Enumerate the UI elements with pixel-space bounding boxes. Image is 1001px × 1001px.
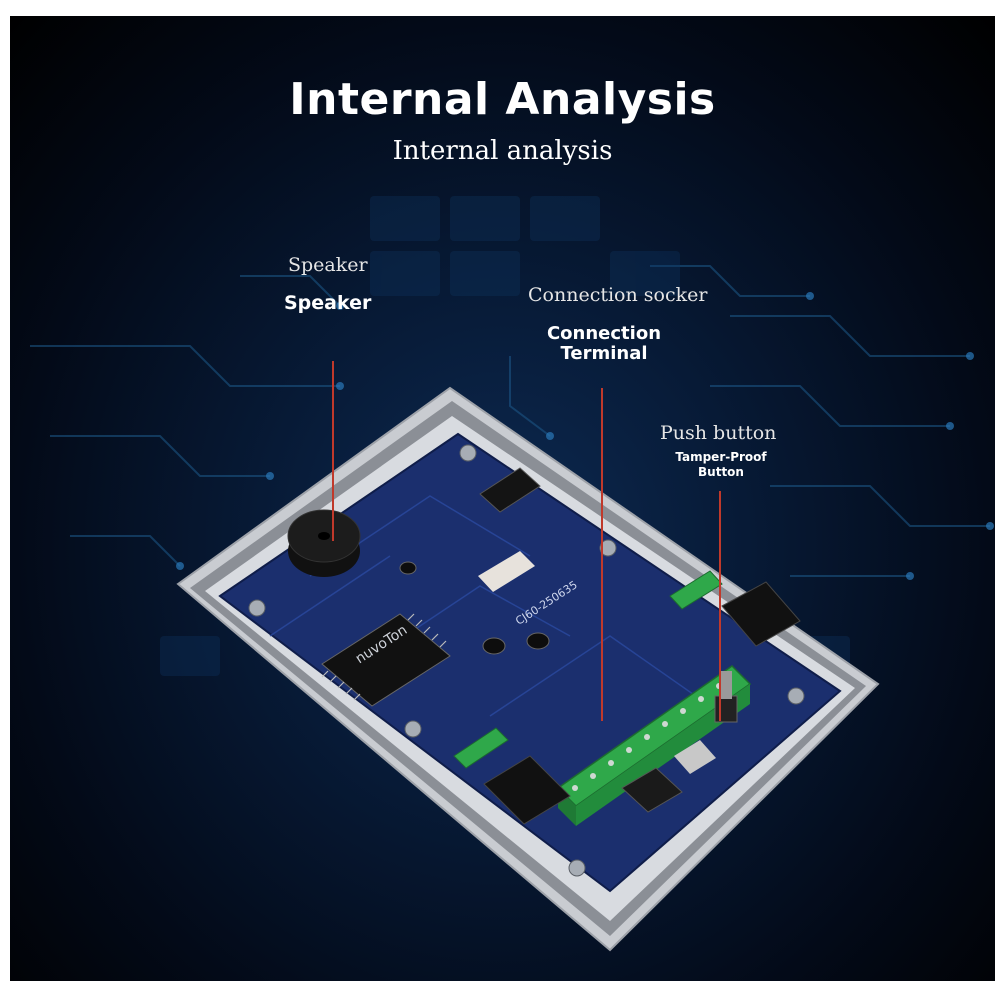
- push-button-label-line1: Tamper-Proof: [675, 450, 767, 464]
- access-controller-board: nuvoTon CJ60-250635: [176, 361, 880, 952]
- speaker-component: [287, 509, 361, 577]
- connection-label-bold: Connection Terminal: [542, 324, 666, 364]
- page-subtitle: Internal analysis: [392, 136, 613, 166]
- push-button-label: Push button: [660, 422, 777, 444]
- connection-label-line1: Connection: [546, 323, 662, 344]
- image-frame: nuvoTon CJ60-250635: [10, 16, 995, 981]
- leader-lines: [332, 361, 721, 721]
- connection-label-line2: Terminal: [560, 343, 648, 364]
- pcb: [218, 432, 842, 893]
- microcontroller-chip: [321, 613, 451, 707]
- connection-label: Connection socker: [528, 284, 708, 306]
- push-button-label-bold: Tamper-Proof Button: [666, 450, 776, 480]
- speaker-label-bold: Speaker: [284, 292, 372, 314]
- push-button-label-line2: Button: [698, 465, 744, 479]
- page-title: Internal Analysis: [289, 74, 716, 125]
- speaker-label: Speaker: [288, 254, 368, 276]
